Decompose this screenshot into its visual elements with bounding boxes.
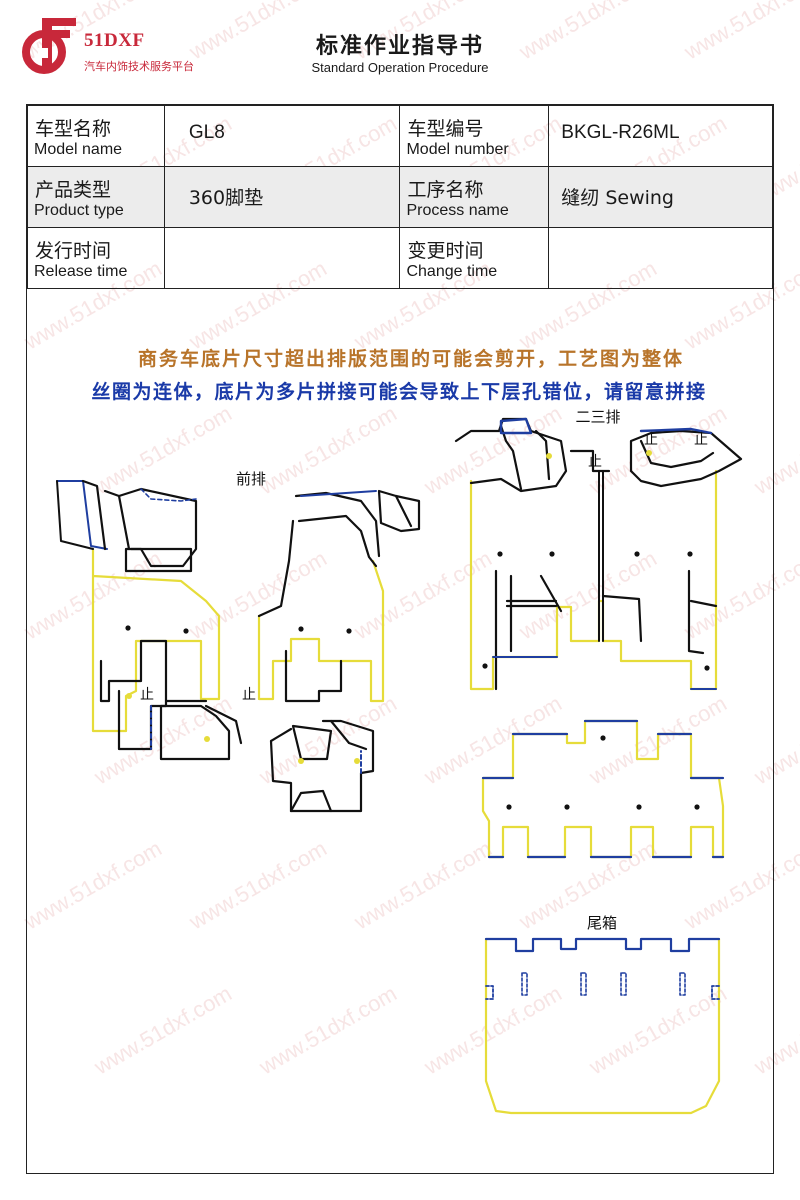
change-time-label-en: Change time: [406, 263, 498, 280]
product-type-value-cell: 360脚垫: [163, 166, 401, 228]
label-rear-rows: 二三排: [575, 408, 620, 426]
process-name-label-en: Process name: [406, 202, 509, 219]
product-type-label-cell: 产品类型 Product type: [27, 166, 165, 228]
release-time-value-cell: [163, 227, 401, 289]
stop-mark: 止: [694, 432, 708, 448]
info-row-product: 产品类型 Product type 360脚垫 工序名称 Process nam…: [27, 166, 773, 228]
model-name-value-cell: GL8: [163, 105, 401, 167]
release-time-label-cn: 发行时间: [35, 240, 112, 262]
rear-rows-mat: 止 止 止: [454, 417, 743, 691]
trunk-mat: [484, 937, 721, 1115]
process-drawing: 商务车底片尺寸超出排版范围的可能会剪开，工艺图为整体 丝圈为连体，底片为多片拼接…: [56, 347, 743, 1115]
model-number-label-cell: 车型编号 Model number: [399, 105, 550, 167]
process-name-value: 缝纫 Sewing: [561, 187, 674, 209]
stop-mark: 止: [140, 687, 154, 703]
model-number-label-en: Model number: [406, 141, 509, 158]
note-line-1: 商务车底片尺寸超出排版范围的可能会剪开，工艺图为整体: [138, 347, 684, 370]
info-table: 车型名称 Model name GL8 车型编号 Model number BK…: [27, 105, 773, 289]
page-subtitle: Standard Operation Procedure: [311, 60, 489, 75]
process-name-label-cell: 工序名称 Process name: [399, 166, 550, 228]
model-name-label-cn: 车型名称: [35, 118, 112, 140]
brand-subtitle: 汽车内饰技术服务平台: [84, 60, 194, 73]
model-name-label-en: Model name: [34, 141, 123, 158]
release-time-label-cell: 发行时间 Release time: [27, 227, 165, 289]
change-time-label-cell: 变更时间 Change time: [399, 227, 550, 289]
front-right-mat: 止: [242, 489, 421, 813]
release-time-label-en: Release time: [34, 263, 128, 280]
note-line-2: 丝圈为连体，底片为多片拼接可能会导致上下层孔错位，请留意拼接: [91, 380, 706, 403]
model-name-value: GL8: [188, 122, 225, 143]
label-front-row: 前排: [236, 470, 266, 488]
brand-name: 51DXF: [84, 30, 145, 51]
page-header: 51DXF 汽车内饰技术服务平台 标准作业指导书 Standard Operat…: [0, 0, 800, 100]
stop-mark: 止: [242, 687, 256, 703]
label-trunk: 尾箱: [587, 914, 617, 932]
page-title: 标准作业指导书: [315, 34, 484, 59]
info-row-time: 发行时间 Release time 变更时间 Change time: [27, 227, 773, 289]
process-name-value-cell: 缝纫 Sewing: [548, 166, 773, 228]
product-type-label-en: Product type: [34, 202, 124, 219]
model-number-value: BKGL-R26ML: [561, 122, 680, 143]
front-left-mat: 止: [56, 479, 243, 761]
model-number-value-cell: BKGL-R26ML: [548, 105, 773, 167]
change-time-label-cn: 变更时间: [407, 240, 484, 262]
change-time-value-cell: [548, 227, 773, 289]
model-name-label-cell: 车型名称 Model name: [27, 105, 165, 167]
process-name-label-cn: 工序名称: [407, 179, 484, 201]
stop-mark: 止: [644, 432, 658, 448]
product-type-value: 360脚垫: [188, 187, 264, 209]
product-type-label-cn: 产品类型: [35, 179, 112, 201]
model-number-label-cn: 车型编号: [407, 118, 484, 140]
info-row-model: 车型名称 Model name GL8 车型编号 Model number BK…: [27, 105, 773, 167]
stop-mark: 止: [588, 454, 602, 470]
sop-sheet: 车型名称 Model name GL8 车型编号 Model number BK…: [26, 104, 774, 1174]
center-carpet: [481, 719, 725, 859]
brand-logo-icon: [22, 18, 76, 74]
